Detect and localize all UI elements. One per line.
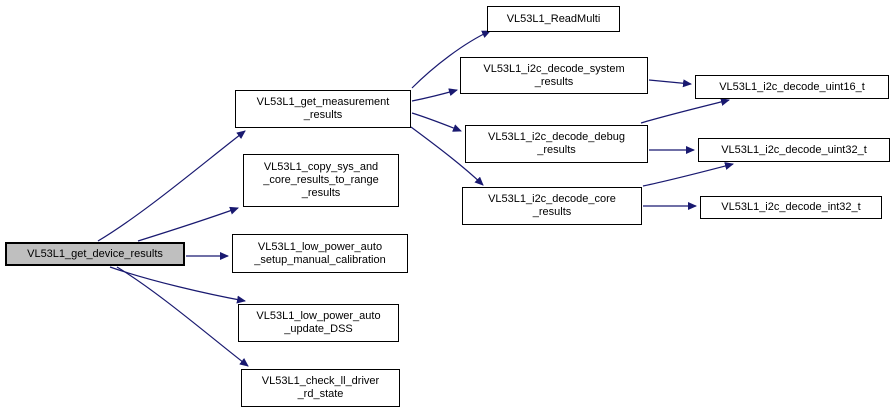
node-vl53l1-readmulti[interactable]: VL53L1_ReadMulti bbox=[487, 6, 620, 32]
edge-device-to-copy bbox=[137, 206, 239, 242]
edge-measurement-to-core bbox=[410, 126, 484, 186]
edge-device-to-dss bbox=[109, 266, 246, 304]
node-vl53l1-i2c-decode-core-results[interactable]: VL53L1_i2c_decode_core _results bbox=[462, 187, 642, 225]
node-label-line: VL53L1_get_measurement bbox=[256, 96, 390, 108]
node-label-line: VL53L1_low_power_auto bbox=[256, 310, 381, 322]
node-label-line: _results bbox=[534, 75, 574, 88]
edge-system-to-uint16 bbox=[648, 79, 692, 88]
edge-measurement-to-readmulti bbox=[411, 30, 491, 89]
node-label-line: VL53L1_i2c_decode_int32_t bbox=[721, 201, 861, 213]
node-label-line: VL53L1_low_power_auto bbox=[257, 240, 383, 253]
node-vl53l1-i2c-decode-system-results[interactable]: VL53L1_i2c_decode_system _results bbox=[460, 57, 648, 94]
node-vl53l1-check-ll-driver-rd-state[interactable]: VL53L1_check_ll_driver _rd_state bbox=[241, 369, 400, 407]
edge-measurement-to-system bbox=[411, 88, 458, 102]
node-vl53l1-get-device-results: VL53L1_get_device_results bbox=[5, 242, 185, 266]
node-label-line: _results bbox=[537, 144, 576, 156]
node-label-line: VL53L1_copy_sys_and bbox=[263, 161, 379, 173]
node-vl53l1-low-power-auto-setup-manual-calibration[interactable]: VL53L1_low_power_auto _setup_manual_cali… bbox=[232, 234, 408, 273]
edge-measurement-to-debug bbox=[411, 112, 462, 132]
edge-device-to-measurement bbox=[97, 130, 246, 242]
node-label-line: VL53L1_i2c_decode_uint16_t bbox=[719, 80, 865, 93]
node-label-line: _results bbox=[303, 109, 343, 121]
node-label-line: _core_results_to_range bbox=[263, 174, 379, 186]
node-vl53l1-low-power-auto-update-dss[interactable]: VL53L1_low_power_auto _update_DSS bbox=[238, 304, 399, 342]
node-label-line: VL53L1_i2c_decode_system bbox=[483, 62, 625, 75]
node-label-line: _update_DSS bbox=[284, 323, 353, 335]
node-label-line: VL53L1_i2c_decode_debug bbox=[487, 131, 626, 143]
node-label-line: _setup_manual_calibration bbox=[254, 253, 386, 266]
node-vl53l1-get-measurement-results[interactable]: VL53L1_get_measurement _results bbox=[235, 90, 411, 128]
node-vl53l1-i2c-decode-debug-results[interactable]: VL53L1_i2c_decode_debug _results bbox=[465, 125, 648, 163]
node-label-line: VL53L1_i2c_decode_core bbox=[488, 193, 616, 205]
node-label-line: VL53L1_i2c_decode_uint32_t bbox=[721, 143, 867, 156]
node-label-line: _rd_state bbox=[297, 388, 344, 400]
edge-device-to-check bbox=[116, 266, 249, 367]
edge-debug-to-uint16 bbox=[640, 98, 730, 124]
node-vl53l1-i2c-decode-int32-t[interactable]: VL53L1_i2c_decode_int32_t bbox=[700, 196, 882, 219]
node-label-line: VL53L1_check_ll_driver bbox=[261, 375, 380, 387]
node-label-line: _results bbox=[301, 187, 341, 199]
node-vl53l1-i2c-decode-uint16-t[interactable]: VL53L1_i2c_decode_uint16_t bbox=[695, 75, 889, 99]
node-vl53l1-i2c-decode-uint32-t[interactable]: VL53L1_i2c_decode_uint32_t bbox=[698, 138, 890, 162]
node-label-line: VL53L1_get_device_results bbox=[27, 247, 163, 260]
node-label-line: _results bbox=[532, 206, 572, 218]
edge-core-to-uint32 bbox=[642, 162, 734, 187]
node-vl53l1-copy-sys-and-core-results-to-range-results[interactable]: VL53L1_copy_sys_and _core_results_to_ran… bbox=[243, 154, 399, 207]
node-label-line: VL53L1_ReadMulti bbox=[506, 12, 601, 25]
